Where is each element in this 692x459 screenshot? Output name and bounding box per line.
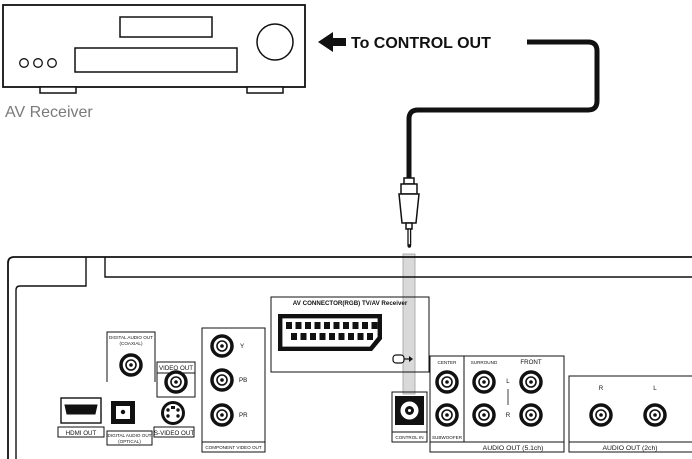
control-in-frame <box>391 391 428 443</box>
coaxial-label-frame <box>106 331 156 382</box>
control-in-port: CONTROL IN <box>391 391 428 443</box>
optical-label-box <box>106 430 153 446</box>
scart-frame <box>270 296 430 373</box>
audio51-subwoofer-label: SUBWOOFER <box>432 435 463 440</box>
receiver-foot-right <box>246 86 284 94</box>
scart-pin <box>319 333 326 340</box>
scart-pin <box>305 322 311 329</box>
control-cable: To CONTROL OUT <box>318 32 600 395</box>
receiver-button-1 <box>19 58 29 68</box>
component-jack-y-label: Y <box>240 343 244 350</box>
audio51-surround-r-jack <box>472 403 496 427</box>
component-jack-y: Y <box>210 334 244 358</box>
audio2ch-l-jack <box>643 403 667 427</box>
coaxial-label-line2: (COAXIAL) <box>120 341 143 346</box>
video-out-port: VIDEO OUT <box>156 361 196 398</box>
s-video-out-port: S-VIDEO OUT <box>153 401 195 438</box>
receiver-caption: AV Receiver <box>5 104 93 121</box>
digital-coaxial-port: DIGITAL AUDIO OUT (COAXIAL) <box>106 331 156 382</box>
audio2ch-l-label: L <box>653 385 657 392</box>
hdmi-out-label: HDMI OUT <box>66 430 97 437</box>
audio-out-51: AUDIO OUT (5.1ch) CENTER SURROUND FRONT … <box>429 355 565 453</box>
audio51-subwoofer-jack <box>435 403 459 427</box>
digital-optical-port: DIGITAL AUDIO OUT (OPTICAL) <box>106 401 153 446</box>
player-rear-panel: HDMI OUT DIGITAL AUDIO OUT (COAXIAL) DIG… <box>7 256 692 459</box>
audio2ch-title: AUDIO OUT (2ch) <box>602 445 657 452</box>
scart-pin <box>310 333 316 340</box>
control-in-label: CONTROL IN <box>395 435 423 440</box>
scart-pin <box>329 333 335 340</box>
s-video-label-box <box>153 426 195 438</box>
receiver-foot-left <box>39 86 77 94</box>
scart-pin <box>343 322 349 329</box>
hdmi-out-port: HDMI OUT <box>57 397 105 438</box>
scart-connector: AV CONNECTOR(RGB) TV/AV Receiver <box>270 296 430 373</box>
audio51-frame <box>429 355 565 453</box>
coaxial-label-line1: DIGITAL AUDIO OUT <box>109 335 153 340</box>
audio51-r-label: R <box>506 412 511 419</box>
scart-pin <box>338 333 345 340</box>
s-video-out-label: S-VIDEO OUT <box>154 430 194 437</box>
receiver-volume-knob <box>256 23 294 61</box>
component-jack-pr-label: PR <box>239 412 248 419</box>
arrow-shaft <box>332 38 346 46</box>
scart-pin <box>300 333 307 340</box>
scart-pin <box>286 322 292 329</box>
component-frame <box>201 327 266 453</box>
receiver-button-3 <box>47 58 57 68</box>
scart-pins <box>286 322 378 340</box>
scart-pin <box>348 333 354 340</box>
scart-arrow-icon <box>392 354 413 364</box>
component-jack-pr: PR <box>210 403 248 427</box>
scart-pin <box>333 322 340 329</box>
receiver-disc-slot <box>74 47 238 73</box>
audio51-front-l-jack <box>519 370 543 394</box>
receiver-display <box>119 16 213 38</box>
arrow-head-icon <box>318 32 333 52</box>
audio51-front-label: FRONT <box>520 359 542 366</box>
component-title: COMPONENT VIDEO OUT <box>205 445 262 450</box>
component-jack-pb: PB <box>210 368 247 392</box>
scart-pin <box>357 333 364 340</box>
scart-pin <box>362 322 368 329</box>
audio51-surround-label: SURROUND <box>471 360 498 365</box>
receiver-button-2 <box>33 58 43 68</box>
mini-plug-icon <box>398 177 420 248</box>
audio51-center-jack <box>435 370 459 394</box>
scart-pin <box>352 322 359 329</box>
cable-wire <box>406 39 600 178</box>
audio51-title: AUDIO OUT (5.1ch) <box>483 445 544 452</box>
audio2ch-r-jack <box>589 403 613 427</box>
audio51-surround-l-jack <box>472 370 496 394</box>
panel-outline <box>7 256 692 459</box>
av-receiver: AV Receiver <box>2 4 306 121</box>
audio51-front-r-jack <box>519 403 543 427</box>
video-out-label: VIDEO OUT <box>159 365 193 372</box>
scart-pin <box>367 333 373 340</box>
component-jack-pb-label: PB <box>239 377 247 384</box>
component-video-out: COMPONENT VIDEO OUT Y PB PR <box>201 327 266 453</box>
audio2ch-r-label: R <box>599 385 604 392</box>
scart-pin <box>314 322 321 329</box>
audio51-l-label: L <box>506 378 510 385</box>
optical-label-line2: (OPTICAL) <box>118 439 141 444</box>
audio2ch-frame <box>568 375 692 453</box>
scart-pin <box>371 322 378 329</box>
scart-pin <box>324 322 330 329</box>
scart-pin <box>295 322 302 329</box>
audio-out-2ch: AUDIO OUT (2ch) R L <box>568 375 692 453</box>
optical-label-line1: DIGITAL AUDIO OUT <box>108 433 152 438</box>
audio51-center-label: CENTER <box>438 360 458 365</box>
hdmi-label-box <box>57 426 105 438</box>
connection-guide-line <box>402 253 416 395</box>
scart-title: AV CONNECTOR(RGB) TV/AV Receiver <box>293 300 408 307</box>
cable-callout-label: To CONTROL OUT <box>351 35 491 52</box>
panel-inner-outline <box>15 257 692 459</box>
scart-pin <box>291 333 297 340</box>
